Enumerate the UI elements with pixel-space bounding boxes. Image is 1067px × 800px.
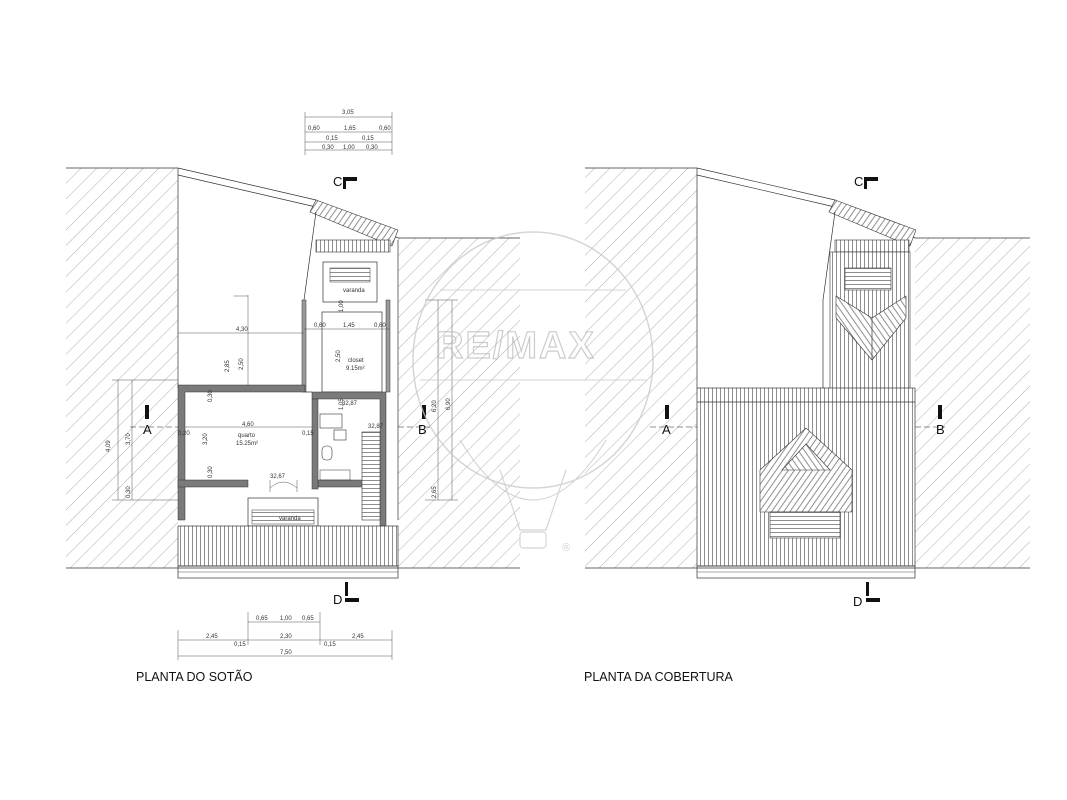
dim-2-65: 2,65 — [432, 486, 438, 498]
dim-1-05: 1,05 — [339, 398, 345, 410]
room-label-closet: closet — [348, 358, 364, 364]
svg-text:0,30: 0,30 — [322, 145, 334, 151]
watermark-brand: RE/MAX — [436, 325, 596, 367]
svg-text:2,45: 2,45 — [352, 634, 364, 640]
svg-text:0,60: 0,60 — [308, 126, 320, 132]
svg-text:3,05: 3,05 — [342, 110, 354, 116]
svg-text:0,65: 0,65 — [256, 616, 268, 622]
section-mark-a-right: A — [650, 405, 697, 437]
svg-text:B: B — [936, 422, 945, 437]
svg-text:0,30: 0,30 — [366, 145, 378, 151]
section-mark-d-right: D — [853, 582, 880, 609]
dim-2-50: 2,50 — [239, 358, 245, 370]
dim-0-60a: 0,60 — [314, 323, 326, 329]
remax-watermark: RE/MAX ® — [412, 231, 654, 554]
svg-text:C: C — [854, 174, 863, 189]
svg-text:C: C — [333, 174, 342, 189]
section-mark-b-right: B — [915, 405, 945, 437]
roof-tiles-top — [309, 199, 399, 247]
neighbour-hatch-right — [398, 238, 520, 568]
section-mark-d-left: D — [333, 582, 359, 607]
svg-text:2,45: 2,45 — [206, 634, 218, 640]
section-mark-c-left: C — [333, 174, 357, 189]
svg-text:B: B — [418, 422, 427, 437]
dim-level-1: 32,87 — [342, 401, 358, 407]
dim-0-20: 0,20 — [178, 431, 190, 437]
dim-6-20: 6,20 — [432, 400, 438, 412]
svg-text:A: A — [143, 422, 152, 437]
svg-text:0,65: 0,65 — [302, 616, 314, 622]
bottom-dimension-chain: 0,65 1,00 0,65 2,45 2,30 2,45 0,15 0,15 … — [177, 612, 393, 660]
dim-3-70: 3,70 — [126, 433, 132, 445]
dim-2-85: 2,85 — [225, 360, 231, 372]
svg-text:0,15: 0,15 — [362, 136, 374, 142]
neighbour-hatch-left-r — [585, 168, 697, 568]
roof-tiles-top-r — [828, 199, 917, 247]
svg-text:D: D — [853, 594, 862, 609]
neighbour-hatch-left — [66, 168, 178, 568]
room-label-closet-area: 9.15m² — [346, 366, 365, 372]
svg-text:D: D — [333, 592, 342, 607]
room-label-varanda-bottom: varanda — [279, 516, 301, 522]
svg-text:A: A — [662, 422, 671, 437]
roof-tiles-band — [315, 239, 391, 253]
dim-1-45: 1,45 — [343, 323, 355, 329]
svg-text:1,65: 1,65 — [344, 126, 356, 132]
watermark-registered: ® — [562, 542, 570, 554]
plan-cobertura: A B C D PLANTA DA COBERTURA — [584, 167, 1030, 684]
plan-sotao: varanda closet 9.15m² quarto 15.25m² 32,… — [66, 110, 520, 684]
svg-text:0,60: 0,60 — [379, 126, 391, 132]
quarto-walls — [177, 384, 387, 527]
svg-text:0,15: 0,15 — [326, 136, 338, 142]
dim-6-90: 6,90 — [446, 398, 452, 410]
room-label-varanda-top: varanda — [343, 288, 365, 294]
room-label-quarto: quarto — [238, 433, 256, 439]
room-label-quarto-area: 15.25m² — [236, 441, 258, 447]
svg-text:2,30: 2,30 — [280, 634, 292, 640]
dim-0-60b: 0,60 — [374, 323, 386, 329]
svg-text:1,00: 1,00 — [280, 616, 292, 622]
caption-planta-sotao: PLANTA DO SOTÃO — [136, 670, 253, 684]
roof-tiles-bottom — [177, 525, 399, 567]
stairs — [361, 431, 381, 521]
dim-level-3: 32,87 — [368, 424, 384, 430]
dim-0-15: 0,15 — [302, 431, 314, 437]
dim-2-50v: 2,50 — [336, 350, 342, 362]
section-mark-a-left: A — [130, 405, 178, 437]
section-mark-c-right: C — [854, 174, 878, 189]
top-dimension-chain: 3,05 0,60 1,65 0,60 0,15 0,15 0,30 1,00 … — [304, 110, 393, 155]
dim-1-00: 1,00 — [339, 300, 345, 312]
svg-text:7,50: 7,50 — [280, 650, 292, 656]
dim-level-2: 32,67 — [270, 474, 286, 480]
caption-planta-cobertura: PLANTA DA COBERTURA — [584, 670, 734, 684]
svg-text:1,00: 1,00 — [343, 145, 355, 151]
dim-4-30: 4,30 — [236, 327, 248, 333]
neighbour-hatch-right-r — [915, 238, 1030, 568]
svg-text:0,15: 0,15 — [324, 642, 336, 648]
dim-4-60: 4,60 — [242, 422, 254, 428]
dim-0-30a: 0,30 — [208, 390, 214, 402]
dim-4-09: 4,09 — [106, 440, 112, 452]
dim-0-30c: 0,30 — [126, 486, 132, 498]
dim-0-30b: 0,30 — [208, 466, 214, 478]
svg-text:0,15: 0,15 — [234, 642, 246, 648]
dim-3-20: 3,20 — [203, 433, 209, 445]
